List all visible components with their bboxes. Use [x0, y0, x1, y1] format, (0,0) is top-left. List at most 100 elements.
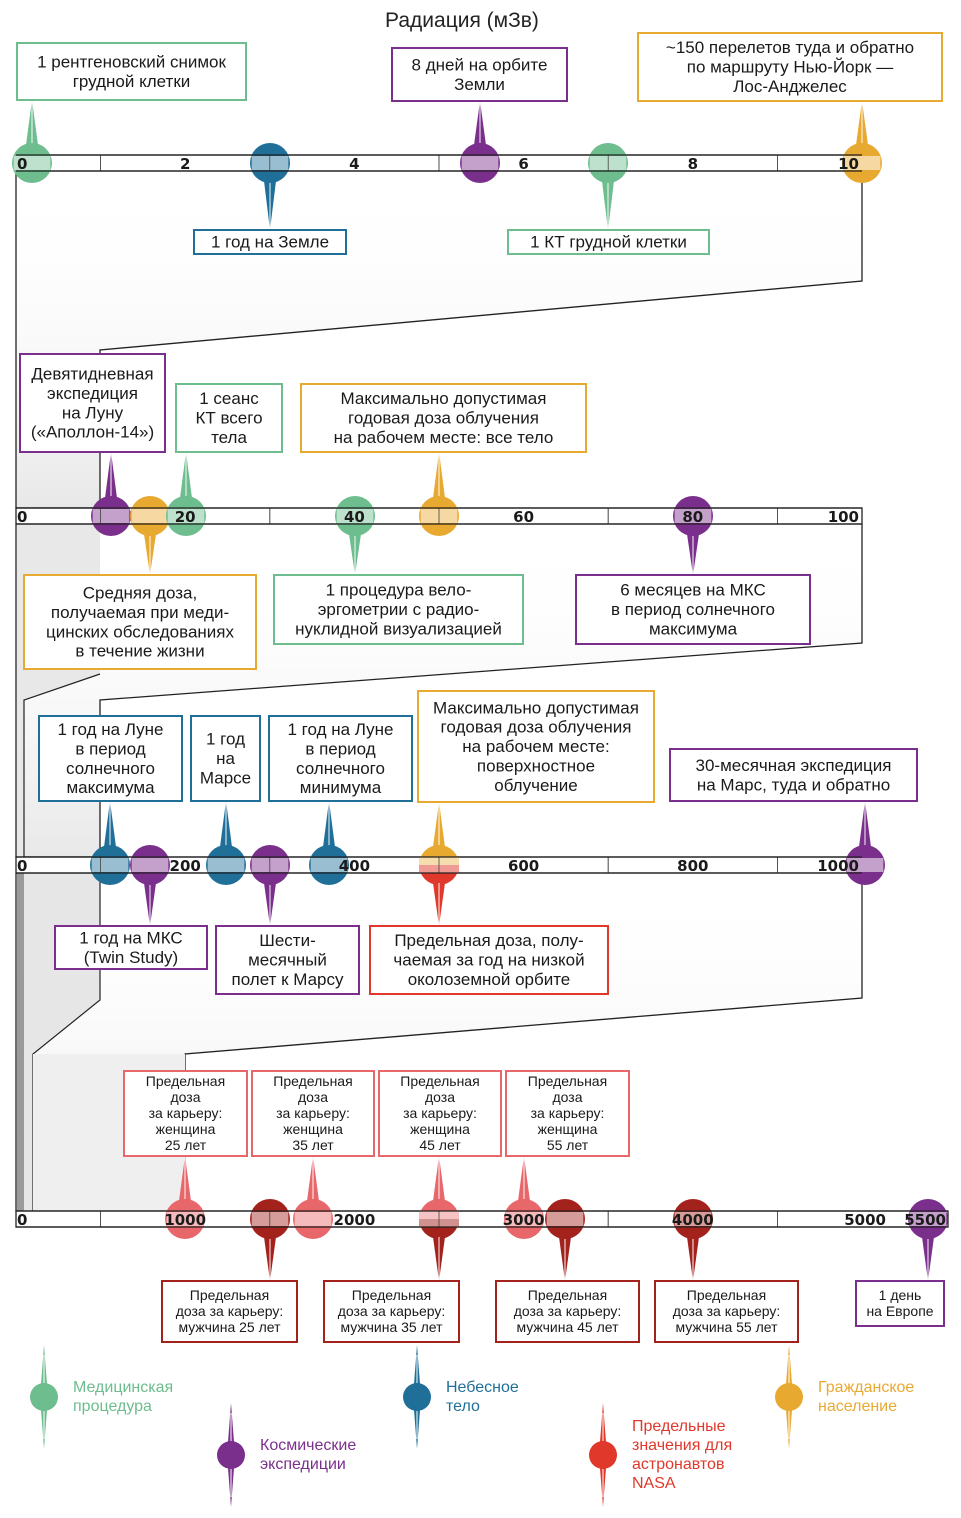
- tick-label: 0: [17, 857, 27, 875]
- annotation-text: Лос-Анджелес: [733, 77, 847, 96]
- marker-body: [206, 801, 246, 885]
- annotation-text: экспедиция: [47, 384, 138, 403]
- annotation-text: 1 рентгеновский снимок: [37, 52, 226, 71]
- annotation-frame: [495, 1280, 640, 1343]
- annotation-frame: [369, 925, 609, 995]
- annotation-text: женщина: [410, 1121, 470, 1137]
- annotation-text: мужчина 55 лет: [675, 1319, 778, 1335]
- annotation-text: Предельная: [273, 1073, 352, 1089]
- legend-label: значения для: [632, 1437, 732, 1454]
- legend-label: процедура: [73, 1398, 152, 1415]
- marker-band: [843, 156, 881, 170]
- annotation-text: на: [216, 749, 235, 768]
- annotation-text: на рабочем месте: все тело: [334, 428, 554, 447]
- marker-nasa: [433, 883, 445, 926]
- legend-label: астронавтов: [632, 1456, 724, 1473]
- annotation-text: эргометрии с радио-: [318, 600, 480, 619]
- marker-nasa_male: [433, 1237, 445, 1281]
- annotation-text: мужчина 45 лет: [516, 1319, 619, 1335]
- tick-label: 100: [828, 508, 859, 526]
- legend-dot-icon: [30, 1383, 58, 1411]
- tick-label: 2000: [334, 1211, 376, 1229]
- annotation-text: КТ всего: [195, 409, 262, 428]
- annotation-text: на Европе: [866, 1303, 933, 1319]
- legend-label: тело: [446, 1398, 480, 1415]
- marker-medical: [12, 100, 52, 183]
- annotation-text: в период солнечного: [611, 600, 775, 619]
- annotation-text: полет к Марсу: [231, 970, 344, 989]
- annotation-text: доза за карьеру:: [176, 1303, 284, 1319]
- annotation-text: доза: [425, 1089, 455, 1105]
- marker-nasa_female: [504, 1156, 544, 1239]
- marker-band: [91, 858, 129, 872]
- annotation-frame: [123, 1070, 248, 1157]
- tick-label: 0: [17, 508, 27, 526]
- tick-label: 4000: [672, 1211, 714, 1229]
- annotation-text: чаемая за год на низкой: [393, 951, 584, 970]
- marker-body: [309, 801, 349, 885]
- annotation-text: Предельная: [528, 1287, 607, 1303]
- marker-space: [845, 801, 885, 885]
- marker-band: [166, 1212, 204, 1226]
- annotation-text: (Twin Study): [84, 948, 178, 967]
- annotation-text: цинских обследованиях: [46, 622, 235, 641]
- annotation-text: ~150 перелетов туда и обратно: [666, 38, 914, 57]
- tick-label: 20: [175, 508, 196, 526]
- tick-label: 1000: [817, 857, 859, 875]
- annotation-text: женщина: [538, 1121, 598, 1137]
- annotation-text: солнечного: [66, 759, 155, 778]
- marker-nasa_female: [293, 1156, 333, 1239]
- annotation-text: годовая доза облучения: [441, 718, 632, 737]
- annotation-text: за карьеру:: [276, 1105, 350, 1121]
- marker-band: [13, 156, 51, 170]
- annotation-frame: [417, 690, 655, 803]
- annotation-text: Предельная: [528, 1073, 607, 1089]
- marker-nasa_female: [165, 1156, 205, 1239]
- annotation-text: 25 лет: [165, 1137, 207, 1153]
- tick-label: 10: [838, 155, 859, 173]
- annotation-text: Предельная: [190, 1287, 269, 1303]
- legend-label: Гражданское: [818, 1379, 914, 1396]
- marker-nasa_male: [673, 1199, 713, 1281]
- annotation-text: женщина: [156, 1121, 216, 1137]
- marker-medical: [335, 496, 375, 575]
- annotation-frame: [193, 229, 347, 255]
- annotation-text: на рабочем месте:: [462, 737, 609, 756]
- annotation-frame: [300, 383, 587, 453]
- annotation-frame: [38, 715, 183, 802]
- annotation-text: Предельная доза, полу-: [394, 931, 583, 950]
- tick-label: 5500: [904, 1211, 946, 1229]
- marker-band: [131, 509, 169, 523]
- annotation-text: облучение: [494, 776, 578, 795]
- annotation-frame: [251, 1070, 375, 1157]
- annotation-text: Максимально допустимая: [433, 698, 639, 717]
- annotation-text: 1 год на Земле: [211, 233, 329, 252]
- annotation-frame: [855, 1280, 945, 1327]
- annotation-text: минимума: [300, 778, 382, 797]
- annotation-frame: [268, 715, 413, 802]
- annotation-text: в период: [305, 739, 375, 758]
- legend-label: Космические: [260, 1437, 356, 1454]
- marker-band: [505, 1212, 543, 1226]
- tick-label: 6: [518, 155, 528, 173]
- annotation-text: 35 лет: [292, 1137, 334, 1153]
- annotation-text: доза: [170, 1089, 200, 1105]
- annotation-text: околоземной орбите: [408, 970, 571, 989]
- annotation-text: Земли: [454, 75, 505, 94]
- tick-label: 200: [170, 857, 201, 875]
- annotation-text: нуклидной визуализацией: [295, 619, 502, 638]
- marker-space: [130, 845, 170, 926]
